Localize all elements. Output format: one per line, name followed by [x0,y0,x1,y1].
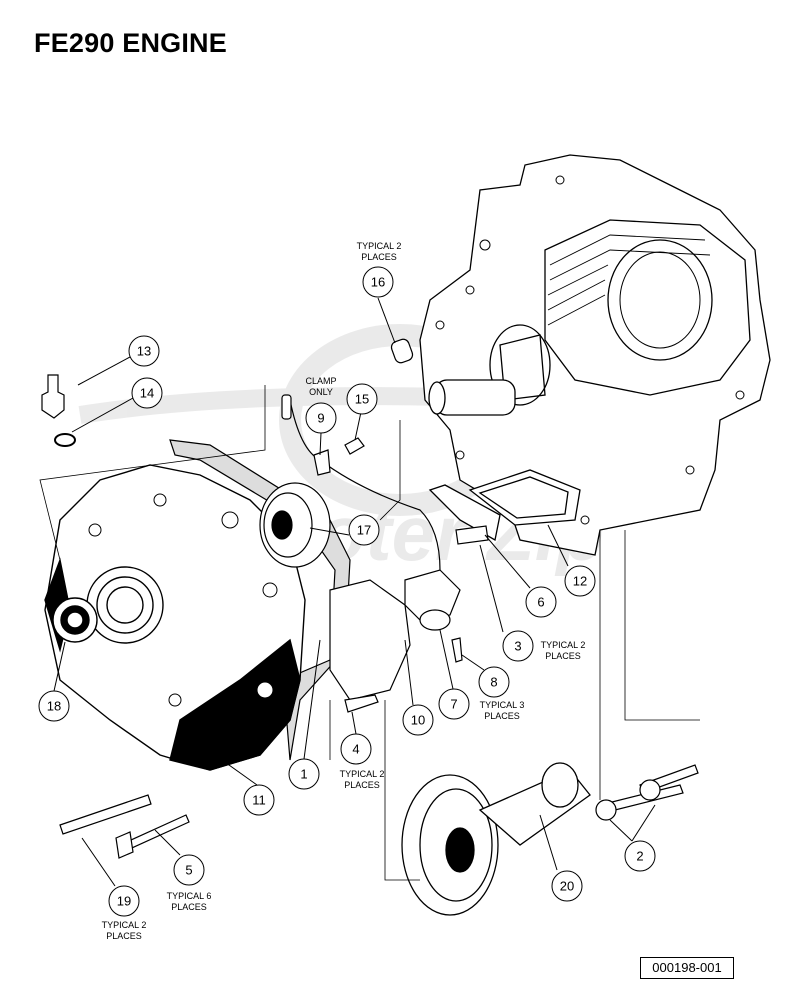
engine-block [419,154,771,556]
callout-13-label: 13 [137,344,151,359]
callout-14: 14 [131,377,163,409]
note-16-line2: PLACES [361,252,397,262]
note-9-line1: CLAMP [305,376,336,386]
callout-18: 18 [38,690,70,722]
callouts: 1 2 3 4 5 6 7 8 9 10 11 12 13 14 15 16 1… [38,266,656,917]
callout-20: 20 [551,870,583,902]
side-cover [44,464,306,771]
note-8-line1: TYPICAL 3 [480,700,525,710]
callout-18-label: 18 [47,699,61,714]
leader-lines [53,297,656,887]
callout-10-label: 10 [411,713,425,728]
note-5-line2: PLACES [171,902,207,912]
callout-19-label: 19 [117,894,131,909]
callout-12: 12 [564,565,596,597]
hardware [41,338,699,859]
callout-4: 4 [340,733,372,765]
callout-1: 1 [288,758,320,790]
callout-7: 7 [438,688,470,720]
callout-1-label: 1 [300,767,307,782]
callout-2: 2 [624,840,656,872]
note-9-line2: ONLY [309,387,333,397]
callout-4-label: 4 [352,742,359,757]
note-4-line2: PLACES [344,780,380,790]
note-5-line1: TYPICAL 6 [167,891,212,901]
page-title: FE290 ENGINE [34,28,227,58]
callout-6: 6 [525,586,557,618]
callout-20-label: 20 [560,879,574,894]
note-4-line1: TYPICAL 2 [340,769,385,779]
callout-19: 19 [108,885,140,917]
bearing [259,482,331,568]
governor-assembly [281,394,461,701]
callout-9: 9 [305,402,337,434]
callout-13: 13 [128,335,160,367]
callout-7-label: 7 [450,697,457,712]
callout-14-label: 14 [140,386,154,401]
notes: TYPICAL 2 PLACES CLAMP ONLY TYPICAL 2 PL… [102,241,586,941]
callout-9-label: 9 [317,411,324,426]
callout-3-label: 3 [514,639,521,654]
callout-6-label: 6 [537,595,544,610]
part-number-box: 000198-001 [640,957,734,979]
callout-5-label: 5 [185,863,192,878]
callout-12-label: 12 [573,574,587,589]
callout-8: 8 [478,666,510,698]
callout-17: 17 [348,514,380,546]
callout-3: 3 [502,630,534,662]
callout-16-label: 16 [371,275,385,290]
note-8-line2: PLACES [484,711,520,721]
callout-17-label: 17 [357,523,371,538]
callout-2-label: 2 [636,849,643,864]
note-19-line1: TYPICAL 2 [102,920,147,930]
note-16-line1: TYPICAL 2 [357,241,402,251]
callout-8-label: 8 [490,675,497,690]
note-19-line2: PLACES [106,931,142,941]
callout-16: 16 [362,266,394,298]
callout-10: 10 [402,704,434,736]
note-3-line1: TYPICAL 2 [541,640,586,650]
note-3-line2: PLACES [545,651,581,661]
callout-15: 15 [346,383,378,415]
callout-11-label: 11 [252,793,266,808]
callout-5: 5 [173,854,205,886]
camshaft [401,762,591,916]
exploded-boundary-lines [39,385,700,881]
callout-15-label: 15 [355,392,369,407]
callout-11: 11 [243,784,275,816]
